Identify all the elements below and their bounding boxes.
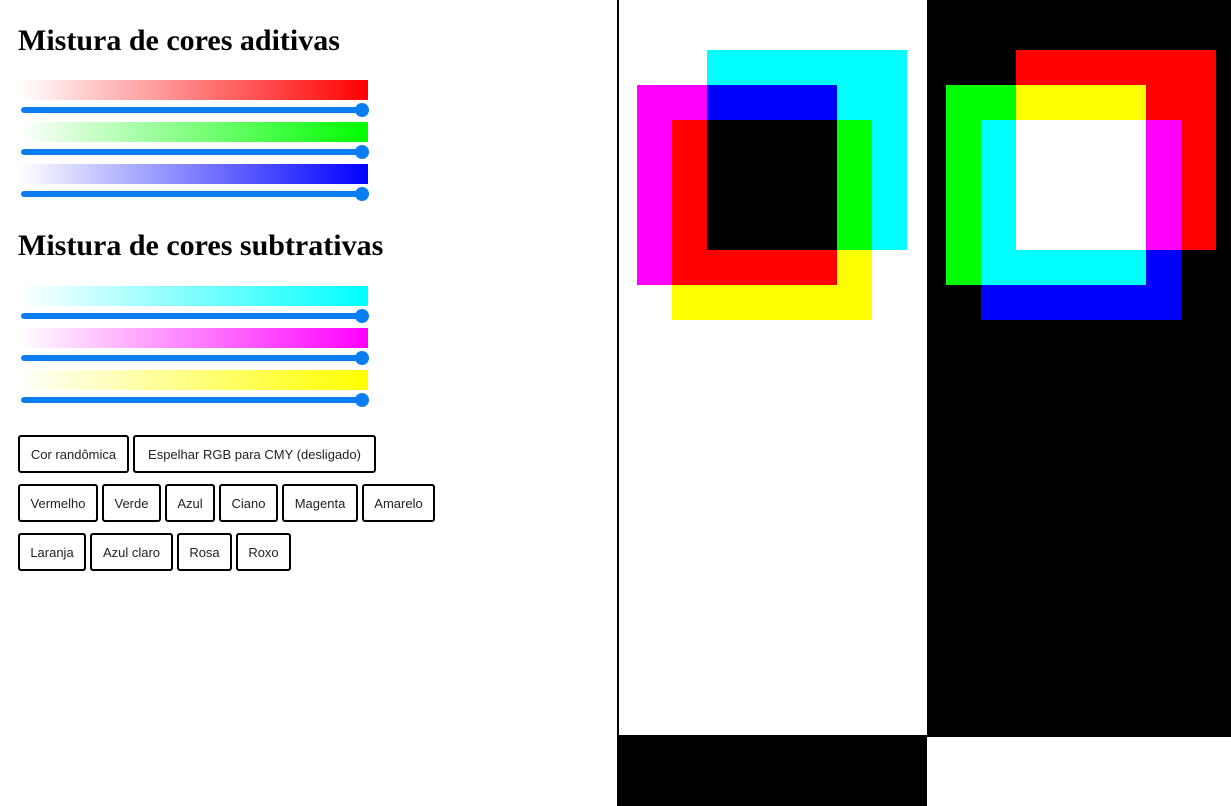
mirror-rgb-cmy-button[interactable]: Espelhar RGB para CMY (desligado): [133, 435, 376, 473]
green-slider-thumb[interactable]: [355, 145, 369, 159]
roxo-button[interactable]: Roxo: [236, 533, 291, 571]
cyan-slider-thumb[interactable]: [355, 309, 369, 323]
yellow-slider-track[interactable]: [21, 397, 367, 403]
azul-claro-button[interactable]: Azul claro: [90, 533, 173, 571]
ciano-button[interactable]: Ciano: [219, 484, 278, 522]
green-slider[interactable]: [19, 145, 369, 159]
yellow-gradient-preview: [19, 370, 368, 390]
cyan-yellow-overlap: [837, 120, 872, 250]
cmy-overlap: [707, 120, 837, 250]
magenta-yellow-overlap-left: [672, 120, 707, 285]
magenta-slider[interactable]: [19, 351, 369, 365]
blue-slider-track[interactable]: [21, 191, 367, 197]
controls-panel: Mistura de cores aditivas Mistura de cor…: [18, 24, 435, 571]
bottom-strip-white: [927, 737, 1231, 806]
blue-slider[interactable]: [19, 187, 369, 201]
additive-canvas: [927, 0, 1231, 737]
cyan-gradient-preview: [19, 286, 368, 306]
magenta-slider-track[interactable]: [21, 355, 367, 361]
random-color-button[interactable]: Cor randômica: [18, 435, 129, 473]
red-gradient-preview: [19, 80, 368, 100]
yellow-slider-thumb[interactable]: [355, 393, 369, 407]
cyan-magenta-overlap: [707, 85, 837, 120]
red-green-overlap: [1016, 85, 1146, 120]
vermelho-button[interactable]: Vermelho: [18, 484, 98, 522]
red-slider-thumb[interactable]: [355, 103, 369, 117]
magenta-gradient-preview: [19, 328, 368, 348]
magenta-slider-thumb[interactable]: [355, 351, 369, 365]
yellow-slider[interactable]: [19, 393, 369, 407]
green-blue-overlap-bottom: [1016, 250, 1146, 285]
bottom-strip-black: [617, 735, 927, 806]
blue-gradient-preview: [19, 164, 368, 184]
red-slider[interactable]: [19, 103, 369, 117]
red-blue-overlap: [1146, 120, 1181, 250]
cyan-slider[interactable]: [19, 309, 369, 323]
green-slider-track[interactable]: [21, 149, 367, 155]
rgb-overlap: [1016, 120, 1146, 250]
cyan-slider-track[interactable]: [21, 313, 367, 319]
azul-button[interactable]: Azul: [165, 484, 215, 522]
rosa-button[interactable]: Rosa: [177, 533, 232, 571]
subtractive-title: Mistura de cores subtrativas: [18, 229, 384, 262]
red-slider-track[interactable]: [21, 107, 367, 113]
green-gradient-preview: [19, 122, 368, 142]
verde-button[interactable]: Verde: [102, 484, 161, 522]
subtractive-canvas: [619, 0, 927, 735]
amarelo-button[interactable]: Amarelo: [362, 484, 435, 522]
additive-title: Mistura de cores aditivas: [18, 24, 340, 57]
blue-slider-thumb[interactable]: [355, 187, 369, 201]
magenta-yellow-overlap-bottom: [707, 250, 837, 285]
green-blue-overlap-left: [981, 120, 1016, 285]
laranja-button[interactable]: Laranja: [18, 533, 86, 571]
magenta-button[interactable]: Magenta: [282, 484, 358, 522]
panel-divider: [617, 0, 619, 735]
